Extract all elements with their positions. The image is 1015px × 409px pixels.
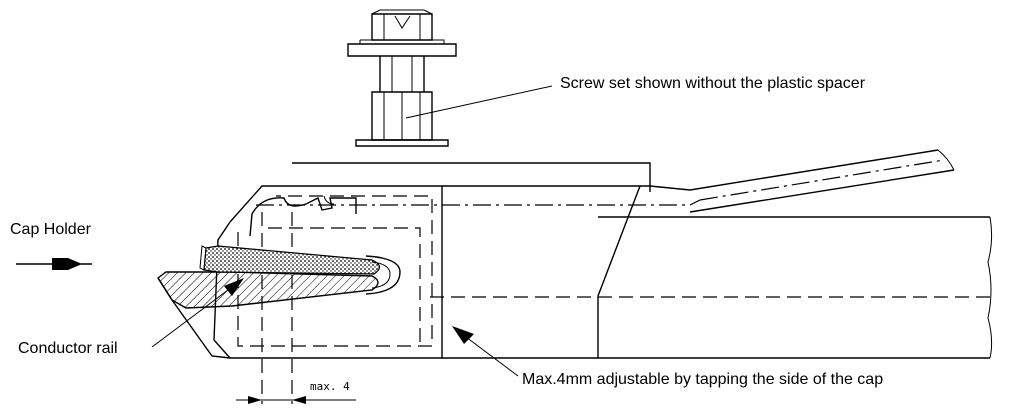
cap-body [213, 149, 993, 404]
break-line [987, 216, 993, 359]
centre-line [256, 199, 701, 206]
top-plate [292, 162, 651, 192]
conductor-rail [157, 245, 401, 359]
dimension [236, 396, 356, 404]
screw-head [371, 13, 433, 41]
cap-holder-arrow [16, 258, 92, 270]
screw-base [355, 139, 449, 147]
cap-holder-label: Cap Holder [10, 221, 92, 238]
screw-washer [347, 43, 457, 57]
rail-section [157, 271, 379, 309]
conductor-rail-label: Conductor rail [18, 340, 118, 357]
carbon-strip [203, 245, 381, 275]
screw-shank [379, 56, 425, 92]
screw-set [347, 9, 457, 147]
max-adjust-label: Max.4mm adjustable by tapping the side o… [522, 371, 883, 388]
conductor-rail-leader [151, 278, 244, 348]
screw-leader-line [405, 85, 553, 119]
dimension-label: max. 4 [310, 380, 350, 393]
screw-set-label: Screw set shown without the plastic spac… [560, 75, 866, 92]
max-adjust-leader [452, 326, 519, 377]
